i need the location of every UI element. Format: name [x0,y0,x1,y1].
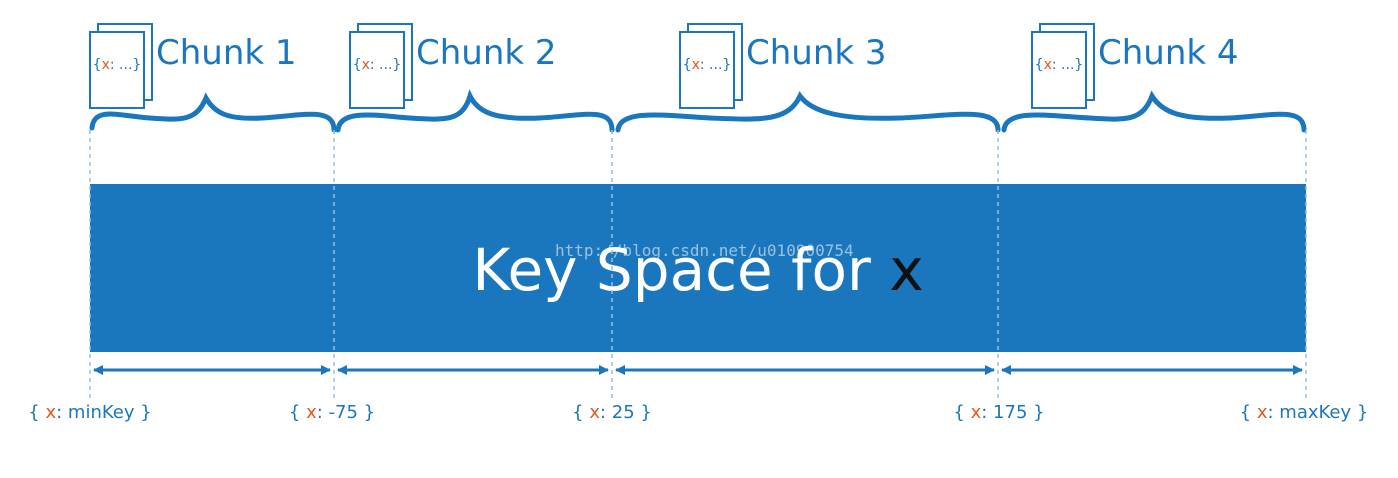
chunk-label: Chunk 3 [746,33,887,73]
chunk-1: {x: ...} Chunk 1 [89,23,337,133]
curly-brace-icon [335,89,615,133]
chunk-3: {x: ...} Chunk 3 [615,23,1001,133]
document-stack-icon: {x: ...} [349,23,413,109]
document-stack-icon: {x: ...} [89,23,153,109]
document-label: {x: ...} [1035,57,1084,73]
document-label: {x: ...} [93,57,142,73]
curly-brace-icon [1001,90,1307,133]
curly-brace-icon [615,91,1001,133]
chunk-label: Chunk 2 [416,33,557,73]
document-label: {x: ...} [683,57,732,73]
boundary-label-175: { x: 175 } [953,402,1044,423]
document-stack-icon: {x: ...} [1031,23,1095,109]
key-space-bar [90,184,1306,352]
document-label: {x: ...} [353,57,402,73]
watermark-text: http://blog.csdn.net/u010900754 [555,241,854,260]
boundary-label-maxkey: { x: maxKey } [1240,402,1369,423]
chunk-4: {x: ...} Chunk 4 [1001,23,1307,133]
document-stack-icon: {x: ...} [679,23,743,109]
boundary-label-neg75: { x: -75 } [289,402,375,423]
boundary-label-minkey: { x: minKey } [28,402,151,423]
chunk-label: Chunk 4 [1098,33,1239,73]
curly-brace-icon [89,92,337,133]
key-space-label: Key Space for x [472,236,923,304]
boundary-label-25: { x: 25 } [572,402,652,423]
boundary-lines [89,130,1307,400]
chunk-2: {x: ...} Chunk 2 [335,23,615,133]
chunk-label: Chunk 1 [156,33,297,73]
